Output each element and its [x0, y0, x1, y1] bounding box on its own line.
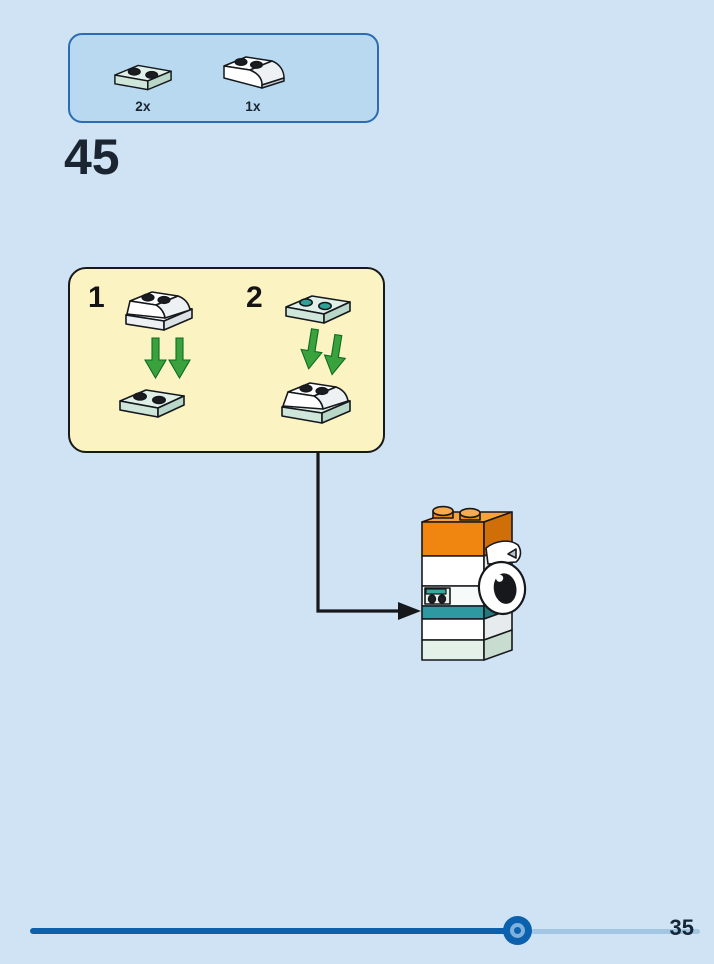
curved-wing-piece	[485, 540, 522, 565]
eye	[477, 560, 527, 616]
step-number: 45	[64, 129, 120, 185]
progress-knob-core	[514, 927, 521, 934]
white-slope-assembly	[125, 291, 193, 331]
substeps-box: 1 2	[68, 267, 385, 453]
progress-knob-ring	[510, 923, 525, 938]
aqua-plate-teal-studs	[285, 295, 351, 324]
connector-arrow	[316, 453, 421, 620]
eye-highlight	[496, 574, 504, 582]
page-number: 35	[669, 915, 694, 940]
teal-row-front	[421, 605, 485, 620]
substep-1-label: 1	[88, 281, 105, 314]
progress-bar-track[interactable]	[531, 929, 700, 934]
top-studs	[432, 505, 481, 521]
wing-notch	[507, 548, 517, 559]
aqua-row-side	[483, 629, 513, 661]
progress-bar-filled[interactable]	[30, 928, 507, 934]
substep-2-diagram	[281, 295, 351, 424]
down-arrows	[300, 328, 347, 376]
substep-1-diagram	[119, 291, 193, 418]
orange-row-front	[421, 521, 485, 557]
white-row2-front	[421, 618, 485, 641]
curved-slope-icon	[223, 56, 285, 89]
down-arrows	[144, 337, 191, 380]
part-count: 2x	[135, 99, 151, 114]
progress-knob[interactable]	[503, 916, 532, 945]
aqua-row-front	[421, 639, 485, 661]
part-item-plate: 2x	[112, 60, 174, 114]
parts-callout-box: 2x 1x	[68, 33, 379, 123]
side-stud-plate	[424, 587, 451, 605]
combined-assembly	[281, 382, 351, 424]
aqua-plate	[119, 389, 185, 418]
part-item-slope: 1x	[220, 48, 286, 114]
white-row-front	[421, 555, 485, 587]
substep-2-label: 2	[246, 281, 263, 314]
part-count: 1x	[245, 99, 261, 114]
model-preview	[421, 505, 527, 661]
arrowhead	[398, 602, 421, 620]
plate-1x2-icon	[114, 64, 172, 91]
